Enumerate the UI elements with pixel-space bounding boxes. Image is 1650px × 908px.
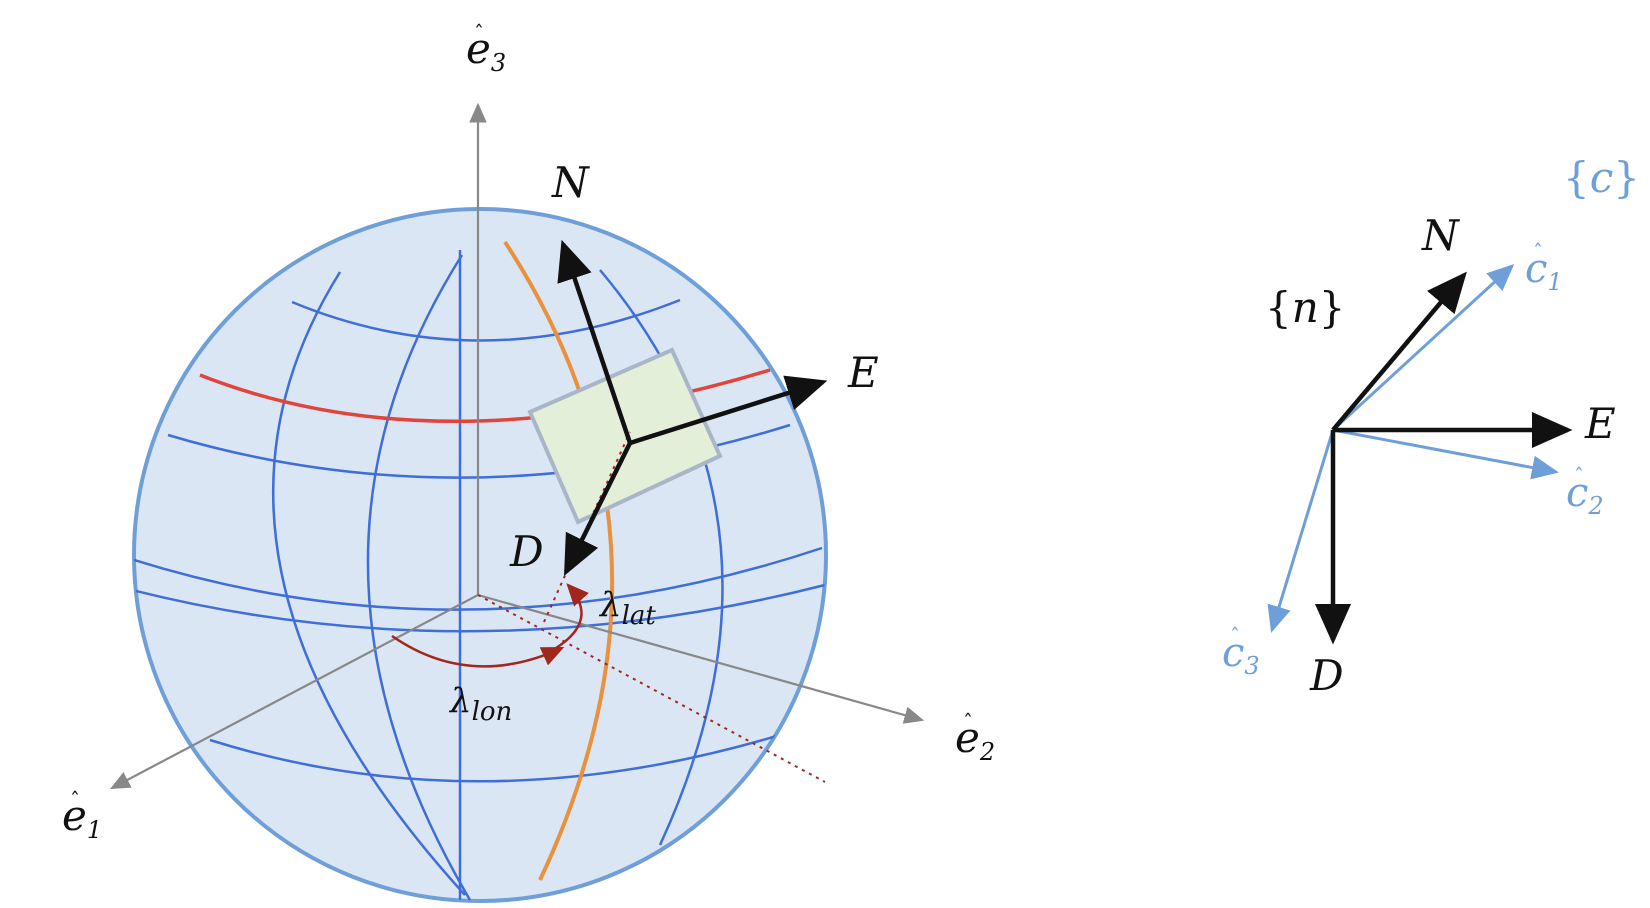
latitude-line [291, 298, 681, 342]
latitude-line [209, 733, 781, 783]
c1-subscript: 1 [1547, 268, 1562, 296]
c2-subscript: 2 [1587, 492, 1603, 520]
east-label: E [847, 348, 879, 397]
frame-comparison: {n} {c} N E D c1 ˆ c2 ˆ c3 ˆ [1222, 153, 1640, 700]
latitude-arc [555, 583, 589, 650]
meridian-grid [272, 250, 724, 901]
e3-symbol: e [466, 24, 491, 73]
side-down-label: D [1309, 651, 1344, 700]
east-arrow [629, 375, 828, 446]
e2-label: e2 ˆ [955, 710, 995, 766]
c3-symbol: c [1222, 630, 1244, 676]
local-meridian-highlight [503, 240, 615, 881]
n-frame-label: {n} [1265, 283, 1346, 332]
longitude-angle-label: λlon [448, 681, 512, 727]
c-frame-arrows [1267, 263, 1559, 633]
ecef-axes [110, 102, 925, 790]
lat-subscript: lat [622, 601, 657, 631]
radial-dotted-line [477, 594, 826, 783]
svg-text:e1: e1 [62, 791, 102, 844]
hat-glyph: ˆ [963, 710, 973, 734]
side-north-arrow [1331, 271, 1467, 432]
latitude-angle-label: λlat [598, 585, 656, 631]
e2-symbol: e [955, 713, 980, 762]
svg-text:c2: c2 [1566, 470, 1604, 520]
c3-arrow [1267, 429, 1335, 633]
down-arrow [563, 442, 633, 577]
e1-symbol: e [62, 791, 87, 840]
c-frame-label: {c} [1563, 153, 1640, 202]
n-frame-arrows [1315, 271, 1573, 645]
meridian-line [366, 254, 472, 901]
hat-glyph: ˆ [70, 788, 80, 812]
c2-label: c2 ˆ [1566, 464, 1604, 520]
c3-label: c3 ˆ [1222, 624, 1260, 680]
ned-frame-on-globe [557, 239, 828, 577]
latitude-line [134, 583, 826, 633]
hat-glyph: ˆ [1533, 240, 1543, 264]
e1-subscript: 1 [87, 816, 102, 844]
lon-symbol: λ [448, 681, 472, 721]
e1-axis [110, 594, 479, 790]
hat-glyph: ˆ [1230, 624, 1240, 648]
lon-subscript: lon [472, 697, 513, 727]
e1-label: e1 ˆ [62, 788, 102, 844]
e3-label: e3 ˆ [466, 21, 506, 77]
svg-text:e3: e3 [466, 24, 506, 77]
c2-arrow [1332, 428, 1559, 480]
meridian-line [599, 269, 724, 846]
side-east-label: E [1584, 399, 1616, 448]
e2-subscript: 2 [979, 738, 995, 766]
c2-symbol: c [1566, 470, 1588, 516]
north-label: N [551, 158, 590, 207]
e3-subscript: 3 [491, 49, 506, 77]
c1-label: c1 ˆ [1525, 240, 1563, 296]
svg-text:c1: c1 [1525, 246, 1563, 296]
side-north-label: N [1421, 211, 1460, 260]
svg-text:e2: e2 [955, 713, 995, 766]
svg-text:c3: c3 [1222, 630, 1260, 680]
longitude-arc [391, 634, 565, 668]
hat-glyph: ˆ [474, 21, 484, 45]
c1-arrow [1331, 263, 1515, 432]
hat-glyph: ˆ [1574, 464, 1584, 488]
meridian-line [272, 271, 466, 896]
c1-symbol: c [1525, 246, 1547, 292]
lat-symbol: λ [598, 585, 622, 625]
c3-subscript: 3 [1244, 652, 1259, 680]
e2-axis [477, 593, 925, 724]
down-label: D [509, 527, 544, 576]
tangent-plane [527, 347, 723, 525]
north-arrow [557, 239, 633, 444]
globe: e3 ˆ e2 ˆ e1 ˆ N E D λlat λlon [62, 21, 995, 903]
